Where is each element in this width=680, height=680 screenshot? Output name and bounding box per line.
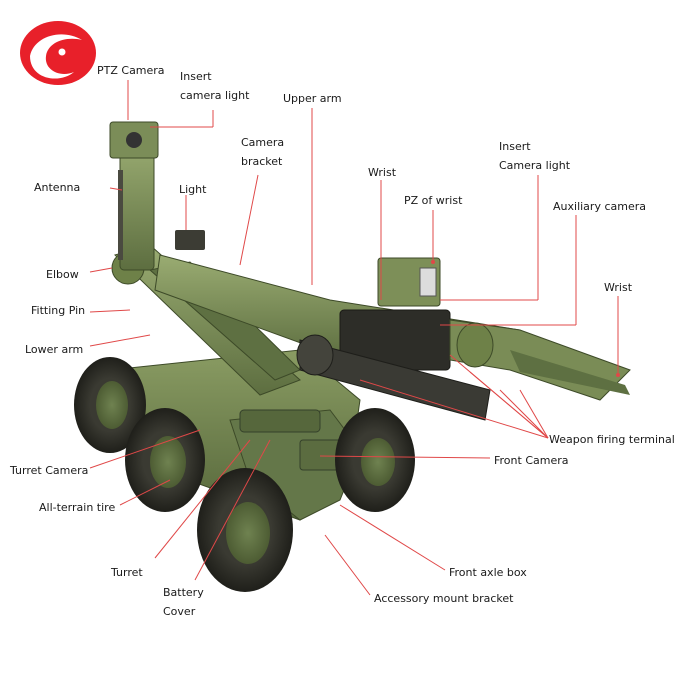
label-turret-camera: Turret Camera (10, 464, 89, 477)
label-weapon-firing-terminal: Weapon firing terminal (549, 433, 675, 446)
label-line-1: Camera (241, 136, 285, 149)
all-terrain-tires (74, 357, 415, 592)
label-pz-of-wrist: PZ of wrist (404, 194, 463, 207)
label-elbow: Elbow (46, 268, 79, 281)
label-accessory-mount-bracket: Accessory mount bracket (374, 592, 514, 605)
label-line-1: Insert (180, 70, 212, 83)
label-ptz-camera: PTZ Camera (97, 64, 165, 77)
robot-chassis (109, 349, 361, 521)
label-antenna: Antenna (34, 181, 81, 194)
label-camera-bracket: Camera bracket (241, 133, 284, 171)
label-line-2: Camera light (499, 159, 571, 172)
label-wrist-right: Wrist (604, 281, 633, 294)
label-lower-arm: Lower arm (25, 343, 84, 356)
red-swirl-logo (20, 21, 96, 85)
label-upper-arm: Upper arm (283, 92, 342, 105)
label-fitting-pin: Fitting Pin (31, 304, 86, 317)
label-insert-camera-light-upper: Insert camera light (180, 67, 249, 105)
label-line-1: Battery (163, 586, 204, 599)
label-auxiliary-camera: Auxiliary camera (553, 200, 646, 213)
label-line-2: bracket (241, 155, 283, 168)
label-all-terrain-tire: All-terrain tire (39, 501, 116, 514)
label-turret: Turret (111, 566, 143, 579)
label-line-1: Insert (499, 140, 531, 153)
label-front-axle-box: Front axle box (449, 566, 527, 579)
arm-assembly (109, 121, 631, 421)
label-battery-cover: Battery Cover (163, 583, 204, 621)
label-front-camera: Front Camera (494, 454, 569, 467)
label-line-2: Cover (163, 605, 196, 618)
label-line-2: camera light (180, 89, 250, 102)
label-light: Light (179, 183, 207, 196)
label-wrist-top: Wrist (368, 166, 397, 179)
label-insert-camera-light-right: Insert Camera light (499, 137, 570, 175)
